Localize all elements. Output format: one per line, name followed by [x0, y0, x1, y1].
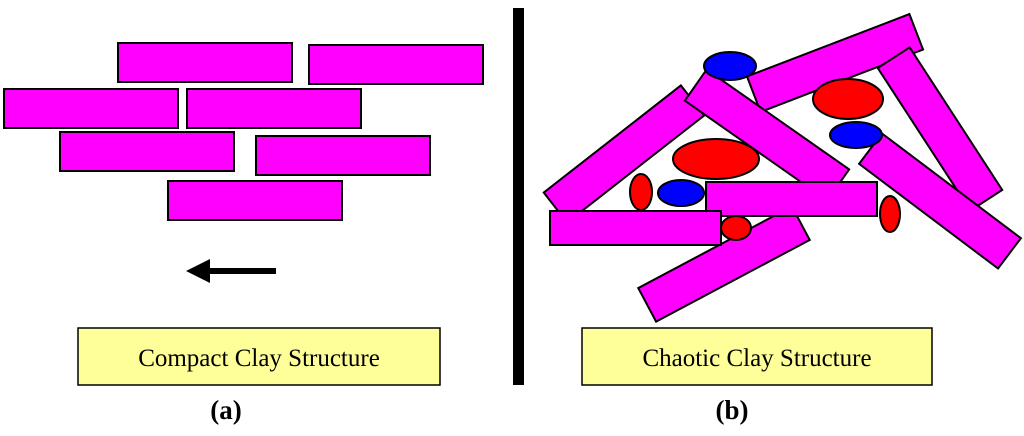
caption-box-b — [581, 327, 933, 386]
caption-chaotic: Chaotic Clay Structure — [642, 345, 871, 372]
clay-particle — [117, 42, 293, 83]
panel-label-a: (a) — [210, 395, 241, 425]
clay-particle — [876, 45, 1004, 213]
caption-compact: Compact Clay Structure — [138, 345, 380, 372]
clay-particle — [308, 44, 484, 85]
clay-particle — [636, 205, 812, 323]
caption-box-a — [77, 327, 441, 386]
air-pore — [829, 121, 883, 149]
clay-particle — [167, 180, 343, 221]
panel-label-b: (b) — [716, 395, 749, 425]
left-arrow-icon — [186, 259, 276, 283]
panel-divider — [513, 8, 524, 385]
clay-particle — [186, 88, 362, 129]
water-pore — [879, 195, 901, 233]
air-pore — [657, 179, 705, 207]
clay-particle — [255, 135, 431, 176]
water-pore — [812, 78, 884, 120]
water-pore — [720, 215, 752, 241]
clay-particle — [549, 210, 722, 246]
clay-particle — [857, 132, 1023, 270]
clay-particle — [3, 88, 179, 129]
panel-a-compact: Compact Clay Structure (a) — [3, 42, 484, 425]
clay-particle — [705, 181, 878, 217]
air-pore — [703, 51, 757, 81]
clay-particle — [59, 131, 235, 172]
water-pore — [629, 173, 653, 211]
panel-b-chaotic: Chaotic Clay Structure (b) — [542, 12, 1023, 425]
water-pore — [672, 138, 760, 180]
